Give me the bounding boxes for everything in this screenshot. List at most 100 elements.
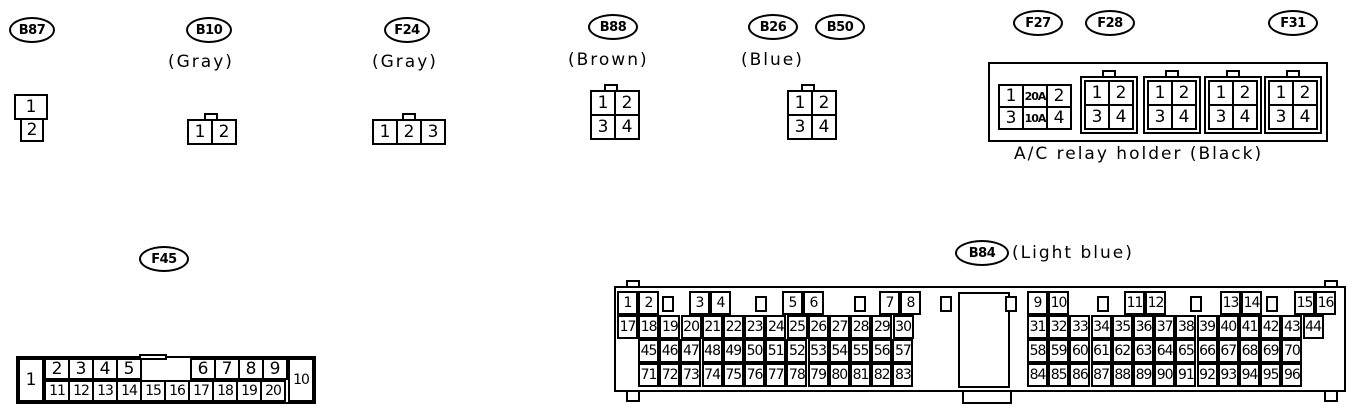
pin-cell: 44 [1302,315,1324,339]
pin-cell: 65 [1175,339,1197,363]
connector-color-b26: (Blue) [741,50,804,70]
pin-cell: 3 [787,114,813,140]
pin-cell: 5 [116,358,142,380]
connector-tag-b26: B26 [748,14,798,40]
pin-cell: 35 [1111,315,1133,339]
pin-cell: 9 [1027,291,1048,315]
pin-cell: 55 [850,339,871,363]
pin-cell: 96 [1281,363,1303,387]
pin-cell: 73 [680,363,702,387]
pin-cell: 2 [614,90,640,116]
pin-cell: 39 [1196,315,1218,339]
pin-cell: 34 [1090,315,1112,339]
pin-cell: 78 [786,363,808,387]
pin-cell: 20A [1022,84,1048,108]
connector-tag-f31: F31 [1268,10,1318,36]
pin-cell: 94 [1239,363,1260,387]
connector-tab [1324,390,1338,402]
connector-color-b88: (Brown) [568,50,649,70]
pin-cell: 1 [187,119,213,145]
pin-cell: 74 [701,363,723,387]
pin-cell: 3 [68,358,94,380]
pin-cell: 57 [892,339,914,363]
pin-cell: 14 [1241,291,1262,315]
pin-cell: 6 [190,358,216,380]
pin-cell: 1 [590,90,616,116]
pin-cell: 32 [1048,315,1070,339]
pin-cell: 24 [765,315,787,339]
pin-cell: 46 [659,339,681,363]
pin-cell: 13 [1220,291,1241,315]
pin-cell: 26 [807,315,829,339]
pin-cell: 53 [807,339,829,363]
pin-cell: 25 [786,315,808,339]
pin-cell: 18 [212,380,238,402]
connector-tag-f27: F27 [1013,10,1063,36]
pin-cell: 2 [1232,80,1258,106]
pin-cell: 18 [638,315,660,339]
pin-cell: 4 [811,114,837,140]
pin-cell: 80 [828,363,850,387]
pin-cell: 3 [590,114,616,140]
connector-tag-b10: B10 [186,17,232,43]
pin-cell: 1 [1208,80,1234,106]
pin-cell: 16 [164,380,190,402]
pin-cell: 69 [1260,339,1282,363]
pin-cell: 2 [811,90,837,116]
pin-cell: 17 [617,315,638,339]
pin-cell: 60 [1069,339,1091,363]
pin-cell: 4 [92,358,118,380]
pin-cell: 36 [1133,315,1154,339]
pin-cell: 56 [871,339,893,363]
pin-cell: 68 [1239,339,1260,363]
pin-cell: 33 [1069,315,1091,339]
pin-cell: 70 [1281,339,1303,363]
pin-cell: 3 [1268,104,1294,130]
pin-cell: 4 [1232,104,1258,130]
pin-cell: 50 [744,339,765,363]
pin-cell: 20 [680,315,702,339]
connector-tab [626,280,640,288]
connector-color-b84: (Light blue) [1012,243,1134,263]
pin-cell: 1 [998,84,1024,108]
pin-cell: 3 [998,106,1024,130]
pin-cell: 4 [1292,104,1318,130]
connector-tag-b87: B87 [9,17,55,43]
pin-cell: 52 [786,339,808,363]
pin-cell: 31 [1027,315,1048,339]
pin-cell: 72 [659,363,681,387]
pin-cell: 2 [1292,80,1318,106]
pin-cell: 43 [1281,315,1303,339]
pin-cell: 11 [1124,291,1145,315]
pin-cell: 1 [1268,80,1294,106]
pin-cell: 3 [1084,104,1110,130]
key-slot [940,296,952,312]
pin-cell: 10 [1048,291,1069,315]
pin-cell: 48 [701,339,723,363]
pin-cell: 49 [722,339,744,363]
pin-cell: 84 [1027,363,1048,387]
pin-cell: 19 [236,380,262,402]
pin-cell: 23 [744,315,766,339]
pin-cell: 89 [1133,363,1154,387]
pin-cell: 86 [1069,363,1091,387]
key-slot [854,296,866,312]
pin-cell: 3 [1147,104,1173,130]
connector-color-b10: (Gray) [168,52,234,72]
pin-cell: 41 [1239,315,1260,339]
pin-cell: 27 [829,315,850,339]
pin-cell: 14 [116,380,142,402]
connector-tab [1324,280,1338,288]
pin-cell: 29 [871,315,893,339]
pin-cell: 3 [689,291,710,315]
pin-cell: 66 [1196,339,1218,363]
pin-cell: 63 [1133,339,1154,363]
pin-cell: 64 [1154,339,1176,363]
pin-cell: 2 [20,118,44,142]
key-slot [662,296,674,312]
pin-cell: 5 [782,291,803,315]
pin-cell: 54 [828,339,850,363]
pin-cell: 2 [1108,80,1134,106]
pin-cell: 1 [617,291,638,315]
pin-cell: 40 [1217,315,1239,339]
